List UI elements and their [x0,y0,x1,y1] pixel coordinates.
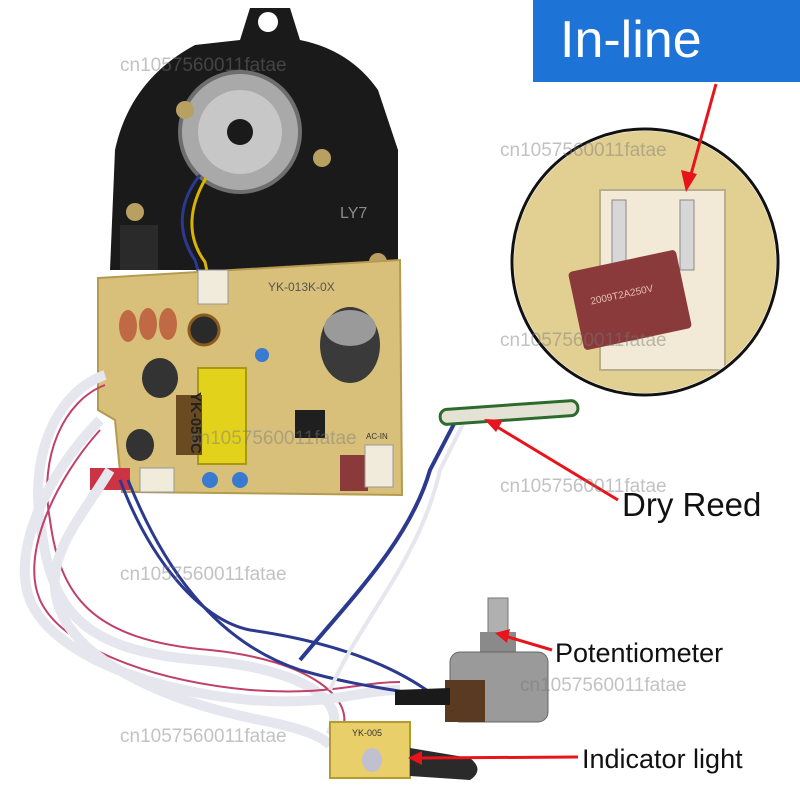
watermark: cn1057560011fatae [500,140,667,161]
motor-wire-yellow [190,177,214,296]
indicator-led [362,748,382,772]
shell-marking: LY7 [340,205,368,222]
capacitor-top [324,310,376,346]
arrow-indicator-light-head [408,751,422,765]
indicator-lead [410,748,478,780]
heat-shrink [395,688,450,705]
arrow-dry-reed [493,423,619,502]
indicator-board-marking: YK-005 [352,728,383,738]
ribbon-cable-stripe [46,384,346,736]
arrow-potentiometer [504,634,553,652]
label-indicator-light: Indicator light [582,744,743,774]
label-dry-reed: Dry Reed [622,486,762,523]
resistor [159,308,177,340]
label-potentiometer: Potentiometer [555,638,724,668]
watermark: cn1057560011fatae [120,55,287,76]
ac-in-connector [364,444,394,488]
arrow-dry-reed-head [484,419,503,432]
in-line-banner-text: In-line [560,11,702,69]
motor-wire-blue [180,174,207,296]
voltage-regulator [120,225,158,270]
blue-wire [126,479,441,702]
watermark: cn1057560011fatae [120,564,287,585]
fuse [340,455,368,491]
ribbon-cable [33,370,340,738]
ceramic-capacitor [255,348,269,362]
motor-connector [197,269,229,305]
blue-wire [118,479,441,702]
arrow-potentiometer-head [495,629,510,643]
ac-in-marking: AC-IN [366,432,388,441]
fan-motor-hub [227,119,253,145]
resistor [139,308,157,340]
screw [126,203,144,221]
in-line-banner [533,0,800,82]
potentiometer-board [445,680,485,722]
watermark: cn1057560011fatae [520,675,687,696]
arrow-in-line [688,83,718,179]
arrow-indicator-light [419,755,579,760]
potentiometer-shaft [487,597,509,637]
resistor [119,310,137,342]
ceramic-capacitor [232,472,248,488]
ic-chip [295,410,325,438]
watermark: cn1057560011fatae [500,476,667,497]
screw [176,101,194,119]
watermark: cn1057560011fatae [190,428,357,449]
ribbon-cable [49,467,334,749]
inductor [187,313,221,347]
reed-wire-white [328,419,467,691]
inset-fuse [568,250,692,350]
inset-pin [679,199,695,271]
capacitor [126,429,154,461]
watermark: cn1057560011fatae [120,726,287,747]
arrow-in-line-head [681,170,697,192]
watermark: cn1057560011fatae [500,330,667,351]
reed-wire-blue [298,421,457,662]
inset-pin [611,199,627,271]
screw [313,149,331,167]
transformer-coil [176,395,202,455]
fan-connector [139,467,175,493]
ceramic-capacitor [202,472,218,488]
shell-hanging-hole [258,12,278,32]
capacitor [142,358,178,398]
dry-reed-switch [438,399,580,426]
transformer [197,367,247,465]
board-model-marking: YK-013K-0X [268,280,335,294]
